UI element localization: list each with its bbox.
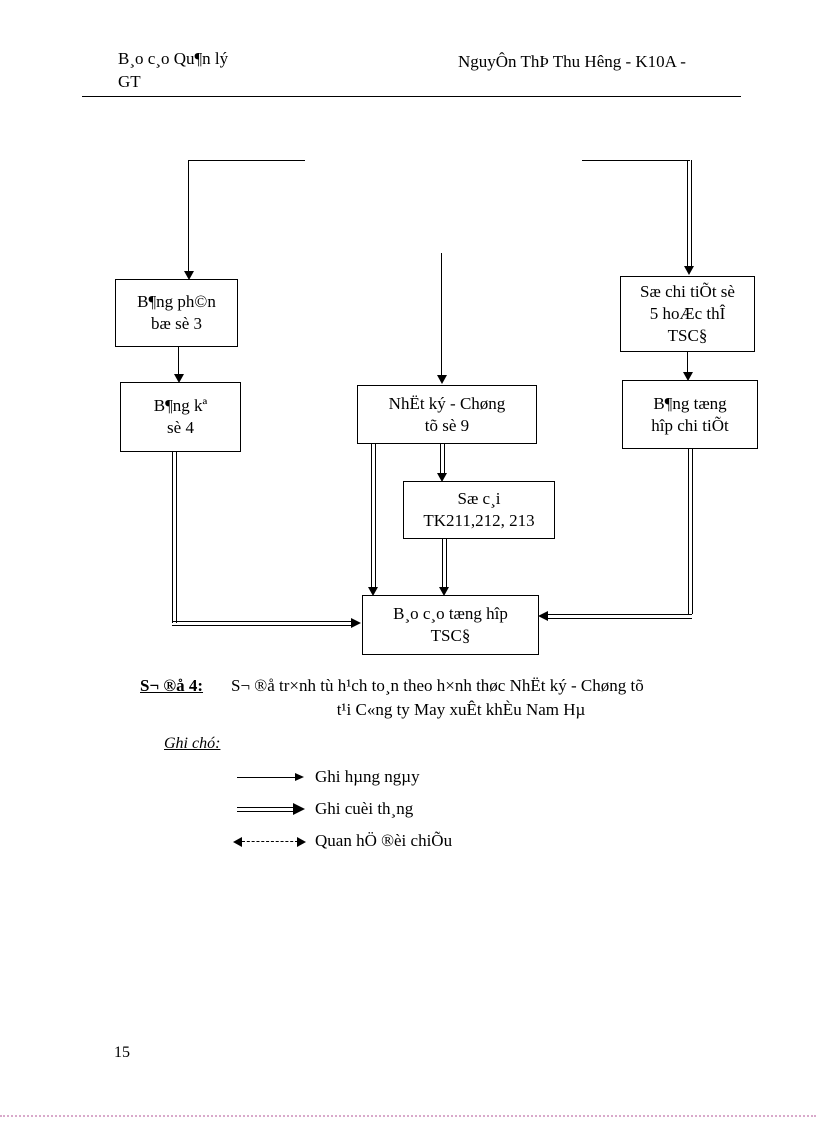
header-left-line2: GT bbox=[118, 72, 141, 91]
legend-item-reconcile: Quan hÖ ®èi chiÕu bbox=[315, 831, 453, 850]
single-arrow-head-icon bbox=[295, 773, 304, 781]
header-rule bbox=[82, 96, 741, 98]
header-left: B¸o c¸o Qu¶n lý GT bbox=[118, 47, 228, 93]
box-nhat-ky-chung-tu: NhËt ký - Chøng tõ sè 9 bbox=[357, 385, 537, 444]
arrowhead-down-icon bbox=[683, 372, 693, 381]
arrowhead-down-icon bbox=[174, 374, 184, 383]
connector-phanbo-to-bangke bbox=[178, 346, 180, 375]
arrowhead-down-icon bbox=[184, 271, 194, 280]
single-arrow-icon bbox=[237, 777, 297, 779]
arrowhead-down-icon bbox=[437, 375, 447, 384]
double-arrow-icon bbox=[237, 807, 295, 812]
box-bang-phan-bo: B¶ng ph©n bæ sè 3 bbox=[115, 279, 238, 347]
connector-top-left-vertical bbox=[188, 160, 190, 273]
connector-bangke-down-double bbox=[172, 451, 177, 623]
dashed-double-arrow-icon bbox=[242, 841, 298, 842]
connector-top-right-vertical-double bbox=[687, 160, 692, 267]
dashed-arrow-right-head-icon bbox=[297, 837, 306, 847]
connector-nhatky-to-baocao-double bbox=[371, 443, 376, 588]
diagram-caption-line1: S¬ ®å tr×nh tù h¹ch to¸n theo h×nh thøc … bbox=[231, 676, 644, 695]
connector-top-left-horizontal bbox=[189, 160, 305, 162]
arrowhead-down-icon bbox=[439, 587, 449, 596]
dashed-arrow-left-head-icon bbox=[233, 837, 242, 847]
header-right: NguyÔn ThÞ Thu Hêng - K10A - bbox=[458, 52, 686, 71]
connector-top-middle-vertical bbox=[441, 253, 443, 376]
connector-socai-to-baocao-double bbox=[442, 538, 447, 588]
arrowhead-left-icon bbox=[538, 611, 548, 621]
connector-nhatky-to-socai-double bbox=[440, 443, 445, 474]
diagram-caption-label: S¬ ®å 4: bbox=[140, 676, 204, 695]
box-bao-cao-tong-hop: B¸o c¸o tæng hîp TSC§ bbox=[362, 595, 539, 655]
arrowhead-down-icon bbox=[437, 473, 447, 482]
legend-title: Ghi chó: bbox=[164, 735, 221, 752]
box-bang-tong-hop-chi-tiet: B¶ng tæng hîp chi tiÕt bbox=[622, 380, 758, 449]
diagram-caption-line2: t¹i C«ng ty May xuÊt khÈu Nam Hµ bbox=[336, 700, 586, 719]
double-arrow-head-icon bbox=[293, 803, 305, 815]
box-so-cai: Sæ c¸i TK211,212, 213 bbox=[403, 481, 555, 539]
legend-item-daily: Ghi hµng ngµy bbox=[315, 767, 420, 786]
page-number: 15 bbox=[114, 1044, 130, 1061]
header-left-line1: B¸o c¸o Qu¶n lý bbox=[118, 49, 229, 68]
connector-tonghop-left-double bbox=[547, 614, 692, 619]
connector-sochitiet-to-tonghop bbox=[687, 351, 689, 373]
arrowhead-down-icon bbox=[684, 266, 694, 275]
page-break-dotted-line bbox=[0, 1115, 816, 1117]
arrowhead-down-icon bbox=[368, 587, 378, 596]
connector-tonghop-down-double bbox=[688, 448, 693, 614]
box-so-chi-tiet: Sæ chi tiÕt sè 5 hoÆc thÎ TSC§ bbox=[620, 276, 755, 352]
arrowhead-right-icon bbox=[351, 618, 361, 628]
box-bang-ke: B¶ng kª sè 4 bbox=[120, 382, 241, 452]
connector-top-right-horizontal bbox=[582, 160, 690, 162]
legend-item-monthly: Ghi cuèi th¸ng bbox=[315, 799, 414, 818]
connector-bangke-right-double bbox=[172, 621, 352, 626]
